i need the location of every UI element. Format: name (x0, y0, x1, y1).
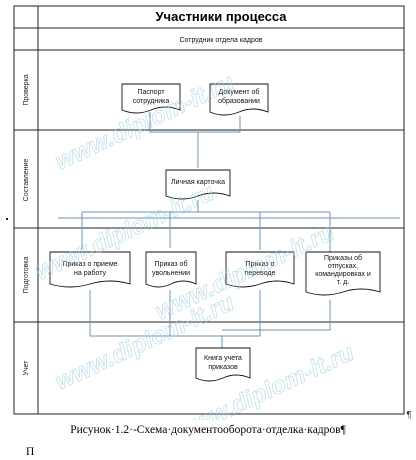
doc-order-transfer-line-1: Приказ о (246, 261, 275, 268)
connector-passport (149, 112, 199, 168)
connector-education (198, 116, 241, 133)
watermark: www.diplom-it.ru www.diplom-it.ru www.di… (31, 69, 359, 420)
doc-order-dismissal-line-1: Приказ об (155, 260, 188, 268)
pilcrow-mark: ¶ (406, 411, 412, 420)
lane-label-prepare: Подготовка (23, 256, 30, 293)
doc-order-vacations-line-1: Приказы об (324, 254, 362, 262)
doc-order-hire: Приказ о приеме на работу (49, 251, 131, 288)
doc-order-vacations-line-2: отпусках, (328, 263, 358, 270)
doc-order-transfer-line-2: переводе (245, 270, 276, 277)
lane-label-check: Проверка (23, 74, 30, 105)
doc-passport: Паспорт сотрудника (121, 83, 181, 114)
doc-orders-book: Книга учета приказов (195, 347, 251, 382)
doc-personal-card: Личная карточка (165, 169, 231, 200)
doc-passport-line-2: сотрудника (133, 98, 170, 105)
next-paragraph-start: П (26, 446, 35, 458)
doc-education-line-1: Документ об (219, 88, 260, 96)
doc-orders-book-line-2: приказов (208, 364, 238, 371)
connector-transfer-book (222, 290, 261, 337)
figure-caption: Рисунок·1.2·-Схема·документооборота·отде… (70, 424, 346, 436)
connectors (58, 112, 400, 348)
doc-order-dismissal-line-2: увольнении (152, 270, 190, 277)
participant-label: Сотрудник отдела кадров (179, 37, 262, 44)
doc-order-vacations-line-3: командировках и (315, 271, 371, 278)
lane-label-account: Учет (23, 360, 30, 376)
doc-personal-card-line-1: Личная карточка (171, 179, 225, 186)
doc-education-line-2: образовании (218, 97, 260, 105)
doc-education: Документ об образовании (209, 83, 269, 116)
doc-order-hire-line-2: на работу (74, 269, 107, 277)
diagram-frame (13, 5, 405, 415)
lane-label-compose: Составление (23, 159, 30, 202)
doc-order-dismissal: Приказ об увольнении (145, 251, 197, 288)
diagram-title: Участники процесса (155, 9, 287, 24)
doc-order-transfer: Приказ о переводе (225, 251, 295, 288)
doc-order-vacations: Приказы об отпусках, командировках и т. … (305, 251, 381, 296)
doc-orders-book-line-1: Книга учета (204, 355, 242, 362)
connector-vacations-book (222, 300, 331, 331)
doc-order-vacations-line-4: т. д. (337, 279, 349, 286)
doc-order-hire-line-1: Приказ о приеме (62, 261, 117, 268)
bullet-mark (6, 218, 8, 220)
doc-passport-line-1: Паспорт (137, 89, 165, 96)
connector-hire-book (89, 290, 223, 348)
process-diagram: Участники процесса Сотрудник отдела кадр… (6, 5, 412, 420)
